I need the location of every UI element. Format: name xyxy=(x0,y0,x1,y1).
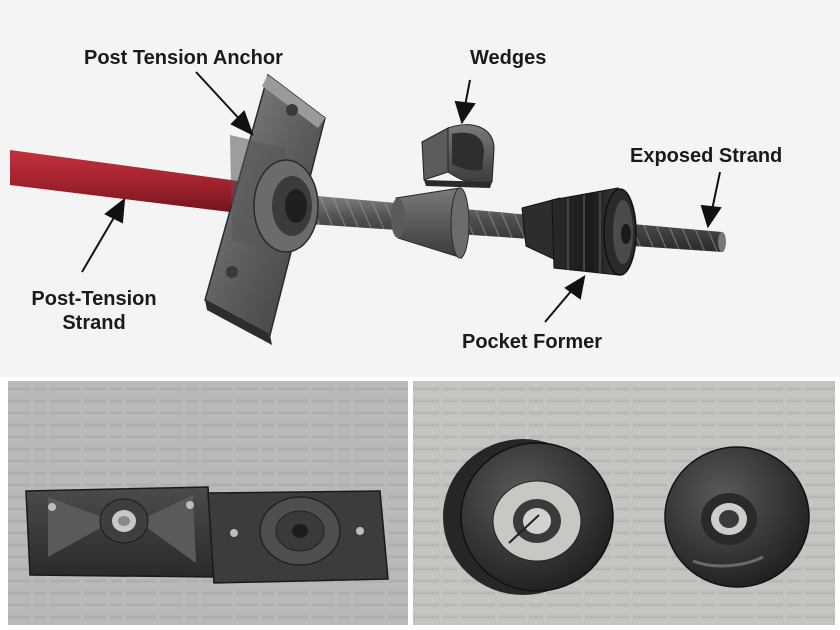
pocket-former-side xyxy=(443,439,614,595)
pocket-formers-illustration xyxy=(413,381,835,625)
wedges-loose xyxy=(421,124,495,188)
pocket-former xyxy=(521,187,637,276)
label-wedges: Wedges xyxy=(470,47,547,69)
wedge-on-strand xyxy=(391,187,470,259)
label-exposed-strand: Exposed Strand xyxy=(630,145,783,167)
post-tension-anchor xyxy=(204,73,326,345)
pocket-formers-photo xyxy=(413,381,835,625)
label-post-tension-anchor: Post Tension Anchor xyxy=(84,47,283,69)
steel-strand xyxy=(250,190,726,252)
anchor-plates-illustration xyxy=(8,381,408,625)
anchor-assembly-diagram: Post Tension Anchor Wedges Exposed Stran… xyxy=(0,0,840,377)
label-post-tension-strand-line1: Post-Tension xyxy=(31,288,157,310)
anchor-plates-photo xyxy=(8,381,408,625)
assembly-illustration xyxy=(10,71,726,345)
leader-arrows xyxy=(81,71,722,323)
anchor-plate-back xyxy=(207,490,389,584)
label-post-tension-strand: Post-Tension Strand xyxy=(24,287,164,335)
label-pocket-former: Pocket Former xyxy=(462,331,603,353)
pocket-former-face xyxy=(664,446,810,588)
label-post-tension-strand-line2: Strand xyxy=(62,312,126,334)
post-tension-strand-sheath xyxy=(10,150,246,214)
anchor-plate-front xyxy=(25,486,215,578)
